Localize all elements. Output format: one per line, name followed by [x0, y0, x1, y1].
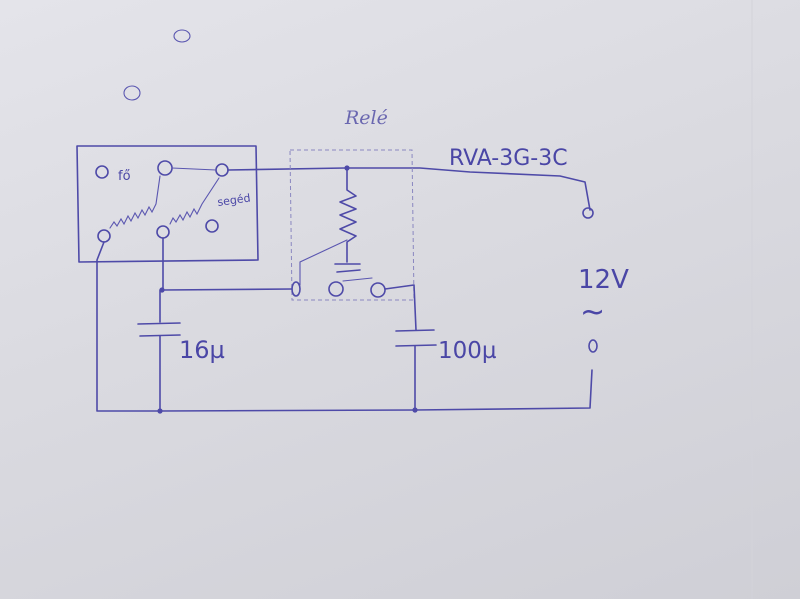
relay-terminal-icon [291, 281, 301, 297]
wire-cap2-top [384, 284, 417, 331]
switch-label-aux: segéd [217, 191, 252, 208]
stray-circle-mark [173, 29, 191, 43]
relay-contact-bar [342, 277, 373, 282]
relay-contact-icon [370, 282, 386, 298]
switch-box [76, 145, 259, 263]
switch-contact-icon [95, 165, 109, 179]
wire-bottom-return [96, 241, 593, 412]
cap2-plate-bottom [395, 344, 437, 347]
switch-arm-main [109, 175, 161, 229]
junction-dot [412, 407, 418, 413]
relay-enclosure [289, 149, 415, 301]
switch-contact-icon [205, 219, 219, 233]
stray-circle-mark [123, 85, 141, 101]
junction-dot [157, 408, 163, 414]
voltage-label: 12V [578, 265, 629, 295]
switch-contact-icon [157, 160, 173, 176]
switch-contact-icon [97, 229, 111, 243]
switch-arm-aux [169, 177, 220, 225]
wire-node-to-relay [161, 288, 293, 291]
relay-coil-return [299, 239, 348, 286]
relay-coil [339, 167, 357, 263]
switch-contact-icon [215, 163, 229, 177]
switch-bridge [171, 167, 217, 171]
relay-title: Relé [344, 107, 388, 129]
cap2-plate-top [395, 329, 435, 332]
relay-model-label: RVA-3G-3C [449, 146, 568, 171]
ac-terminal-bottom-icon [588, 339, 598, 353]
cap1-plate-top [137, 322, 181, 325]
cap2-label: 100µ [438, 338, 497, 364]
relay-contact-icon [328, 281, 344, 297]
switch-label-main: fő [118, 169, 131, 184]
ac-symbol: ~ [580, 295, 605, 330]
wire-top [227, 167, 591, 211]
cap1-label: 16µ [179, 336, 225, 364]
ac-terminal-top-icon [582, 207, 594, 219]
relay-armature [334, 263, 361, 273]
switch-contact-icon [156, 225, 170, 239]
